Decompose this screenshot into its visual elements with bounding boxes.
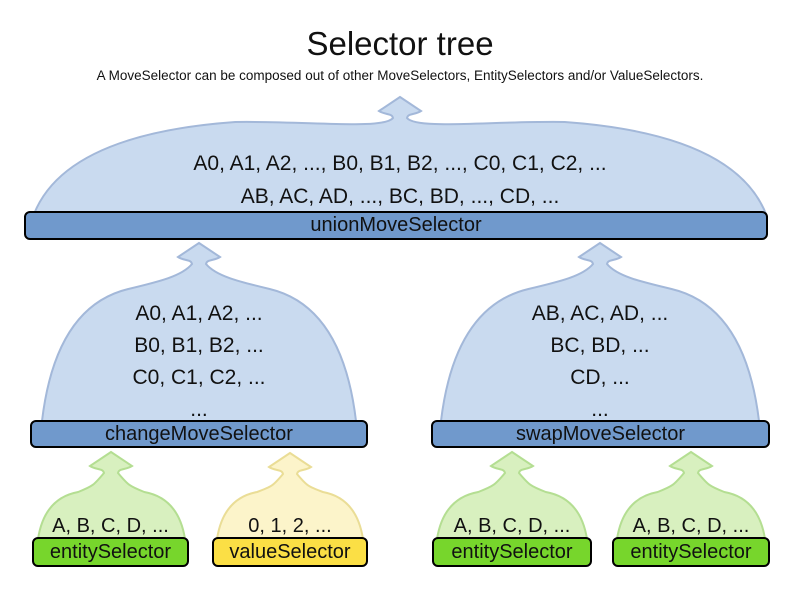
entity-selector-label-1: entitySelector — [49, 540, 172, 563]
value-selector-bar: valueSelector — [212, 537, 368, 567]
entity2-dome-arrow — [435, 450, 589, 540]
change-moves-line-3: C0, C1, C2, ... — [132, 366, 266, 389]
swap-moves-line-2: BC, BD, ... — [550, 334, 650, 357]
union-moves-line-1: A0, A1, A2, ..., B0, B1, B2, ..., C0, C1… — [193, 152, 607, 175]
change-move-selector-label: changeMoveSelector — [105, 422, 293, 445]
entity2-items-text: A, B, C, D, ... — [453, 515, 571, 537]
entity1-items-text: A, B, C, D, ... — [52, 515, 169, 537]
union-dome-arrow — [32, 95, 768, 215]
page-subtitle: A MoveSelector can be composed out of ot… — [96, 68, 704, 83]
entity-selector-bar-2: entitySelector — [432, 537, 592, 567]
change-moves-line-2: B0, B1, B2, ... — [134, 334, 264, 357]
union-move-selector-label: unionMoveSelector — [310, 214, 482, 236]
change-moves-line-1: A0, A1, A2, ... — [135, 302, 263, 325]
page-title: Selector tree — [306, 25, 494, 62]
entity-selector-label-2: entitySelector — [451, 540, 573, 563]
value1-items-text: 0, 1, 2, ... — [248, 515, 332, 537]
change-dome-text: A0, A1, A2, ... B0, B1, B2, ... C0, C1, … — [49, 298, 349, 426]
change-moves-line-4: ... — [190, 398, 208, 421]
swap-moves-line-4: ... — [591, 398, 609, 421]
swap-moves-line-1: AB, AC, AD, ... — [531, 302, 669, 325]
entity1-dome-arrow — [36, 450, 187, 540]
entity-selector-bar-3: entitySelector — [612, 537, 770, 567]
swap-moves-line-3: CD, ... — [570, 366, 630, 389]
entity3-dome-arrow — [615, 450, 767, 540]
change-dome-arrow — [40, 241, 358, 422]
swap-move-selector-bar: swapMoveSelector — [431, 420, 770, 448]
value1-dome-arrow — [215, 451, 365, 540]
swap-dome-text: AB, AC, AD, ... BC, BD, ... CD, ... ... — [450, 298, 750, 426]
entity-selector-bar-1: entitySelector — [32, 537, 189, 567]
swap-dome-arrow — [439, 241, 761, 422]
change-move-selector-bar: changeMoveSelector — [30, 420, 368, 448]
value-selector-label: valueSelector — [229, 540, 351, 563]
union-move-selector-bar: unionMoveSelector — [24, 211, 768, 240]
union-moves-line-2: AB, AC, AD, ..., BC, BD, ..., CD, ... — [240, 185, 560, 208]
swap-move-selector-label: swapMoveSelector — [516, 422, 685, 445]
union-dome-text: A0, A1, A2, ..., B0, B1, B2, ..., C0, C1… — [50, 147, 750, 213]
entity3-items-text: A, B, C, D, ... — [632, 515, 750, 537]
entity-selector-label-3: entitySelector — [630, 540, 752, 563]
